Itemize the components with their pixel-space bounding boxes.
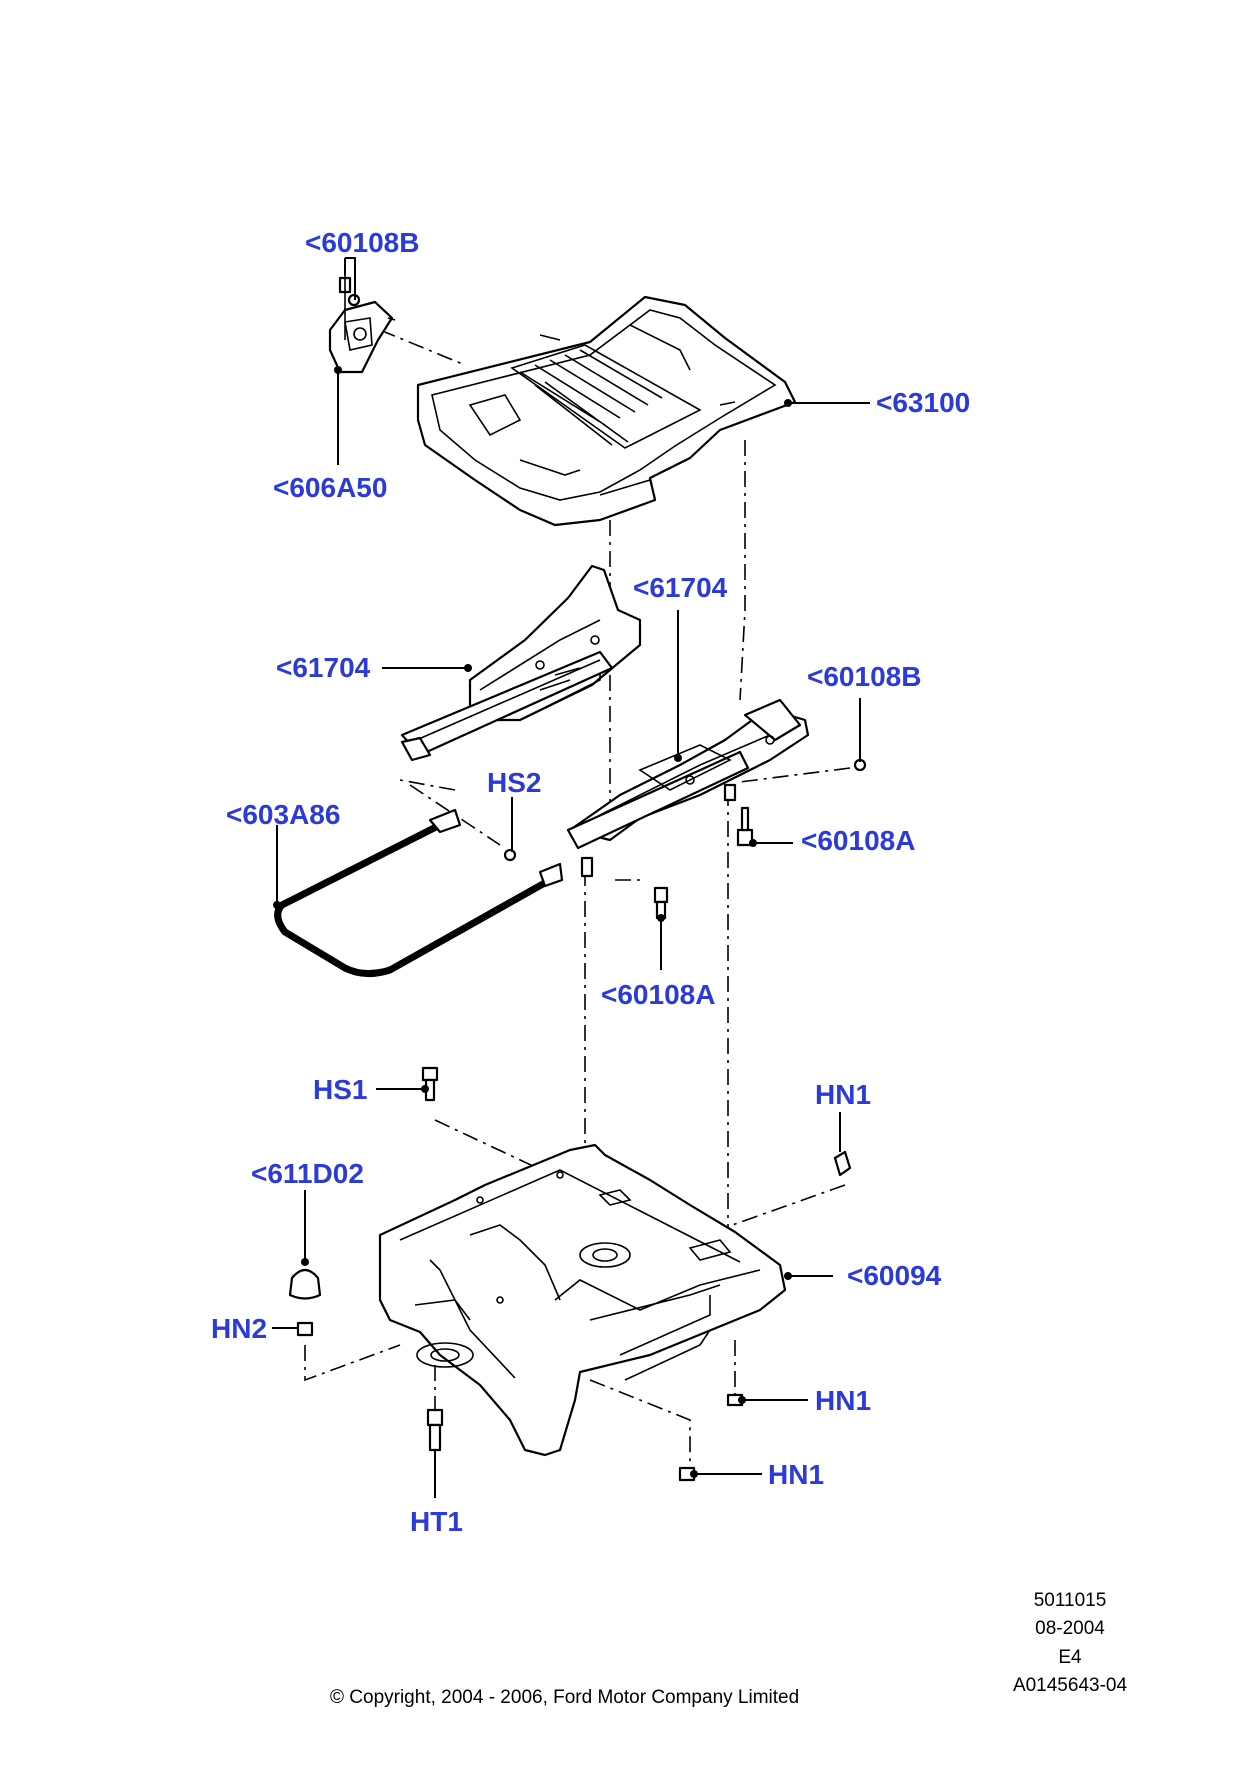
base-frame-60094 <box>378 1143 787 1457</box>
callout-60094: <60094 <box>847 1260 942 1291</box>
callout-606A50: <606A50 <box>273 472 387 503</box>
callout-60108B-top: <60108B <box>305 227 419 258</box>
bracket-606A50 <box>328 300 396 374</box>
callout-63100: <63100 <box>876 387 970 418</box>
footer-date: 08-2004 <box>1035 1618 1105 1639</box>
callout-HN1-bottom: HN1 <box>768 1459 824 1490</box>
seat-track-right-61704 <box>566 698 810 850</box>
callout-60108A-lower: <60108A <box>601 979 715 1010</box>
seat-track-left-61704 <box>400 564 642 762</box>
footer-copyright: © Copyright, 2004 - 2006, Ford Motor Com… <box>330 1687 800 1708</box>
seat-pan-63100 <box>416 295 797 527</box>
callout-611D02: <611D02 <box>251 1158 364 1189</box>
callout-61704-left: <61704 <box>276 652 371 683</box>
callout-HS2: HS2 <box>487 767 541 798</box>
callout-HN1-top: HN1 <box>815 1079 871 1110</box>
callout-HN1-mid: HN1 <box>815 1385 871 1416</box>
callout-60108A-right: <60108A <box>801 825 915 856</box>
callout-HT1: HT1 <box>410 1506 463 1537</box>
footer-ref: A0145643-04 <box>1012 1675 1128 1696</box>
leader-lines <box>272 257 870 1498</box>
callout-labels: <60108B <606A50 <63100 <61704 <61704 <60… <box>211 227 970 1537</box>
wire-loop-603A86 <box>274 808 564 977</box>
footer-edition: E4 <box>1058 1647 1082 1668</box>
callout-60108B-right: <60108B <box>807 661 921 692</box>
callout-61704-right: <61704 <box>633 572 728 603</box>
footer-code: 5011015 <box>1033 1590 1107 1611</box>
callout-603A86: <603A86 <box>226 799 340 830</box>
callout-HN2: HN2 <box>211 1313 267 1344</box>
callout-HS1: HS1 <box>313 1074 367 1105</box>
